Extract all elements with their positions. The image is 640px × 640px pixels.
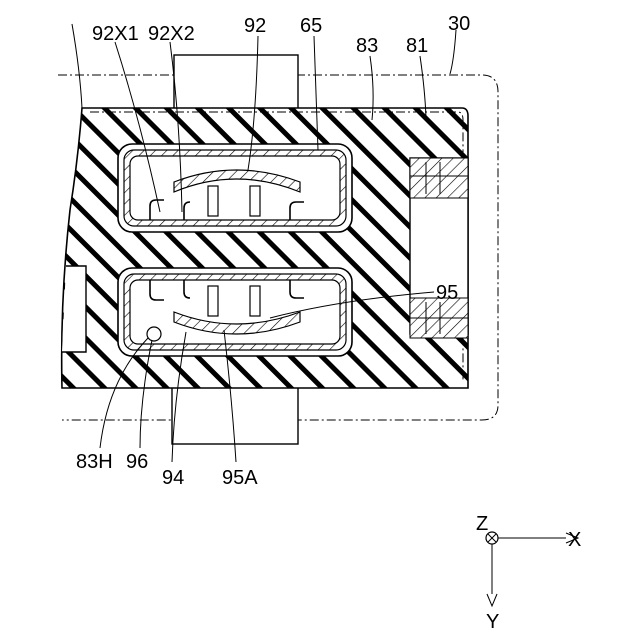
axis-label-z: Z — [476, 513, 488, 535]
label-95a: 95A — [222, 467, 258, 489]
top-tab — [174, 55, 298, 109]
label-65: 65 — [300, 15, 322, 37]
right-notch — [410, 158, 468, 338]
axis-label-y: Y — [486, 611, 499, 633]
label-81: 81 — [406, 35, 428, 57]
left-partial-cavity — [62, 266, 86, 352]
label-96: 96 — [126, 451, 148, 473]
label-92x2: 92X2 — [148, 23, 195, 45]
label-95: 95 — [436, 282, 458, 304]
upper-cavity — [118, 144, 352, 232]
label-92: 92 — [244, 15, 266, 37]
label-94: 94 — [162, 467, 184, 489]
label-83h: 83H — [76, 451, 113, 473]
label-92x1: 92X1 — [92, 23, 139, 45]
lower-cavity — [118, 268, 352, 356]
axis-indicator: Z X Y — [476, 513, 581, 633]
label-83: 83 — [356, 35, 378, 57]
y-arrow-icon — [487, 594, 497, 606]
axis-label-x: X — [568, 529, 581, 551]
label-30: 30 — [448, 13, 470, 35]
bottom-tab — [172, 386, 298, 444]
